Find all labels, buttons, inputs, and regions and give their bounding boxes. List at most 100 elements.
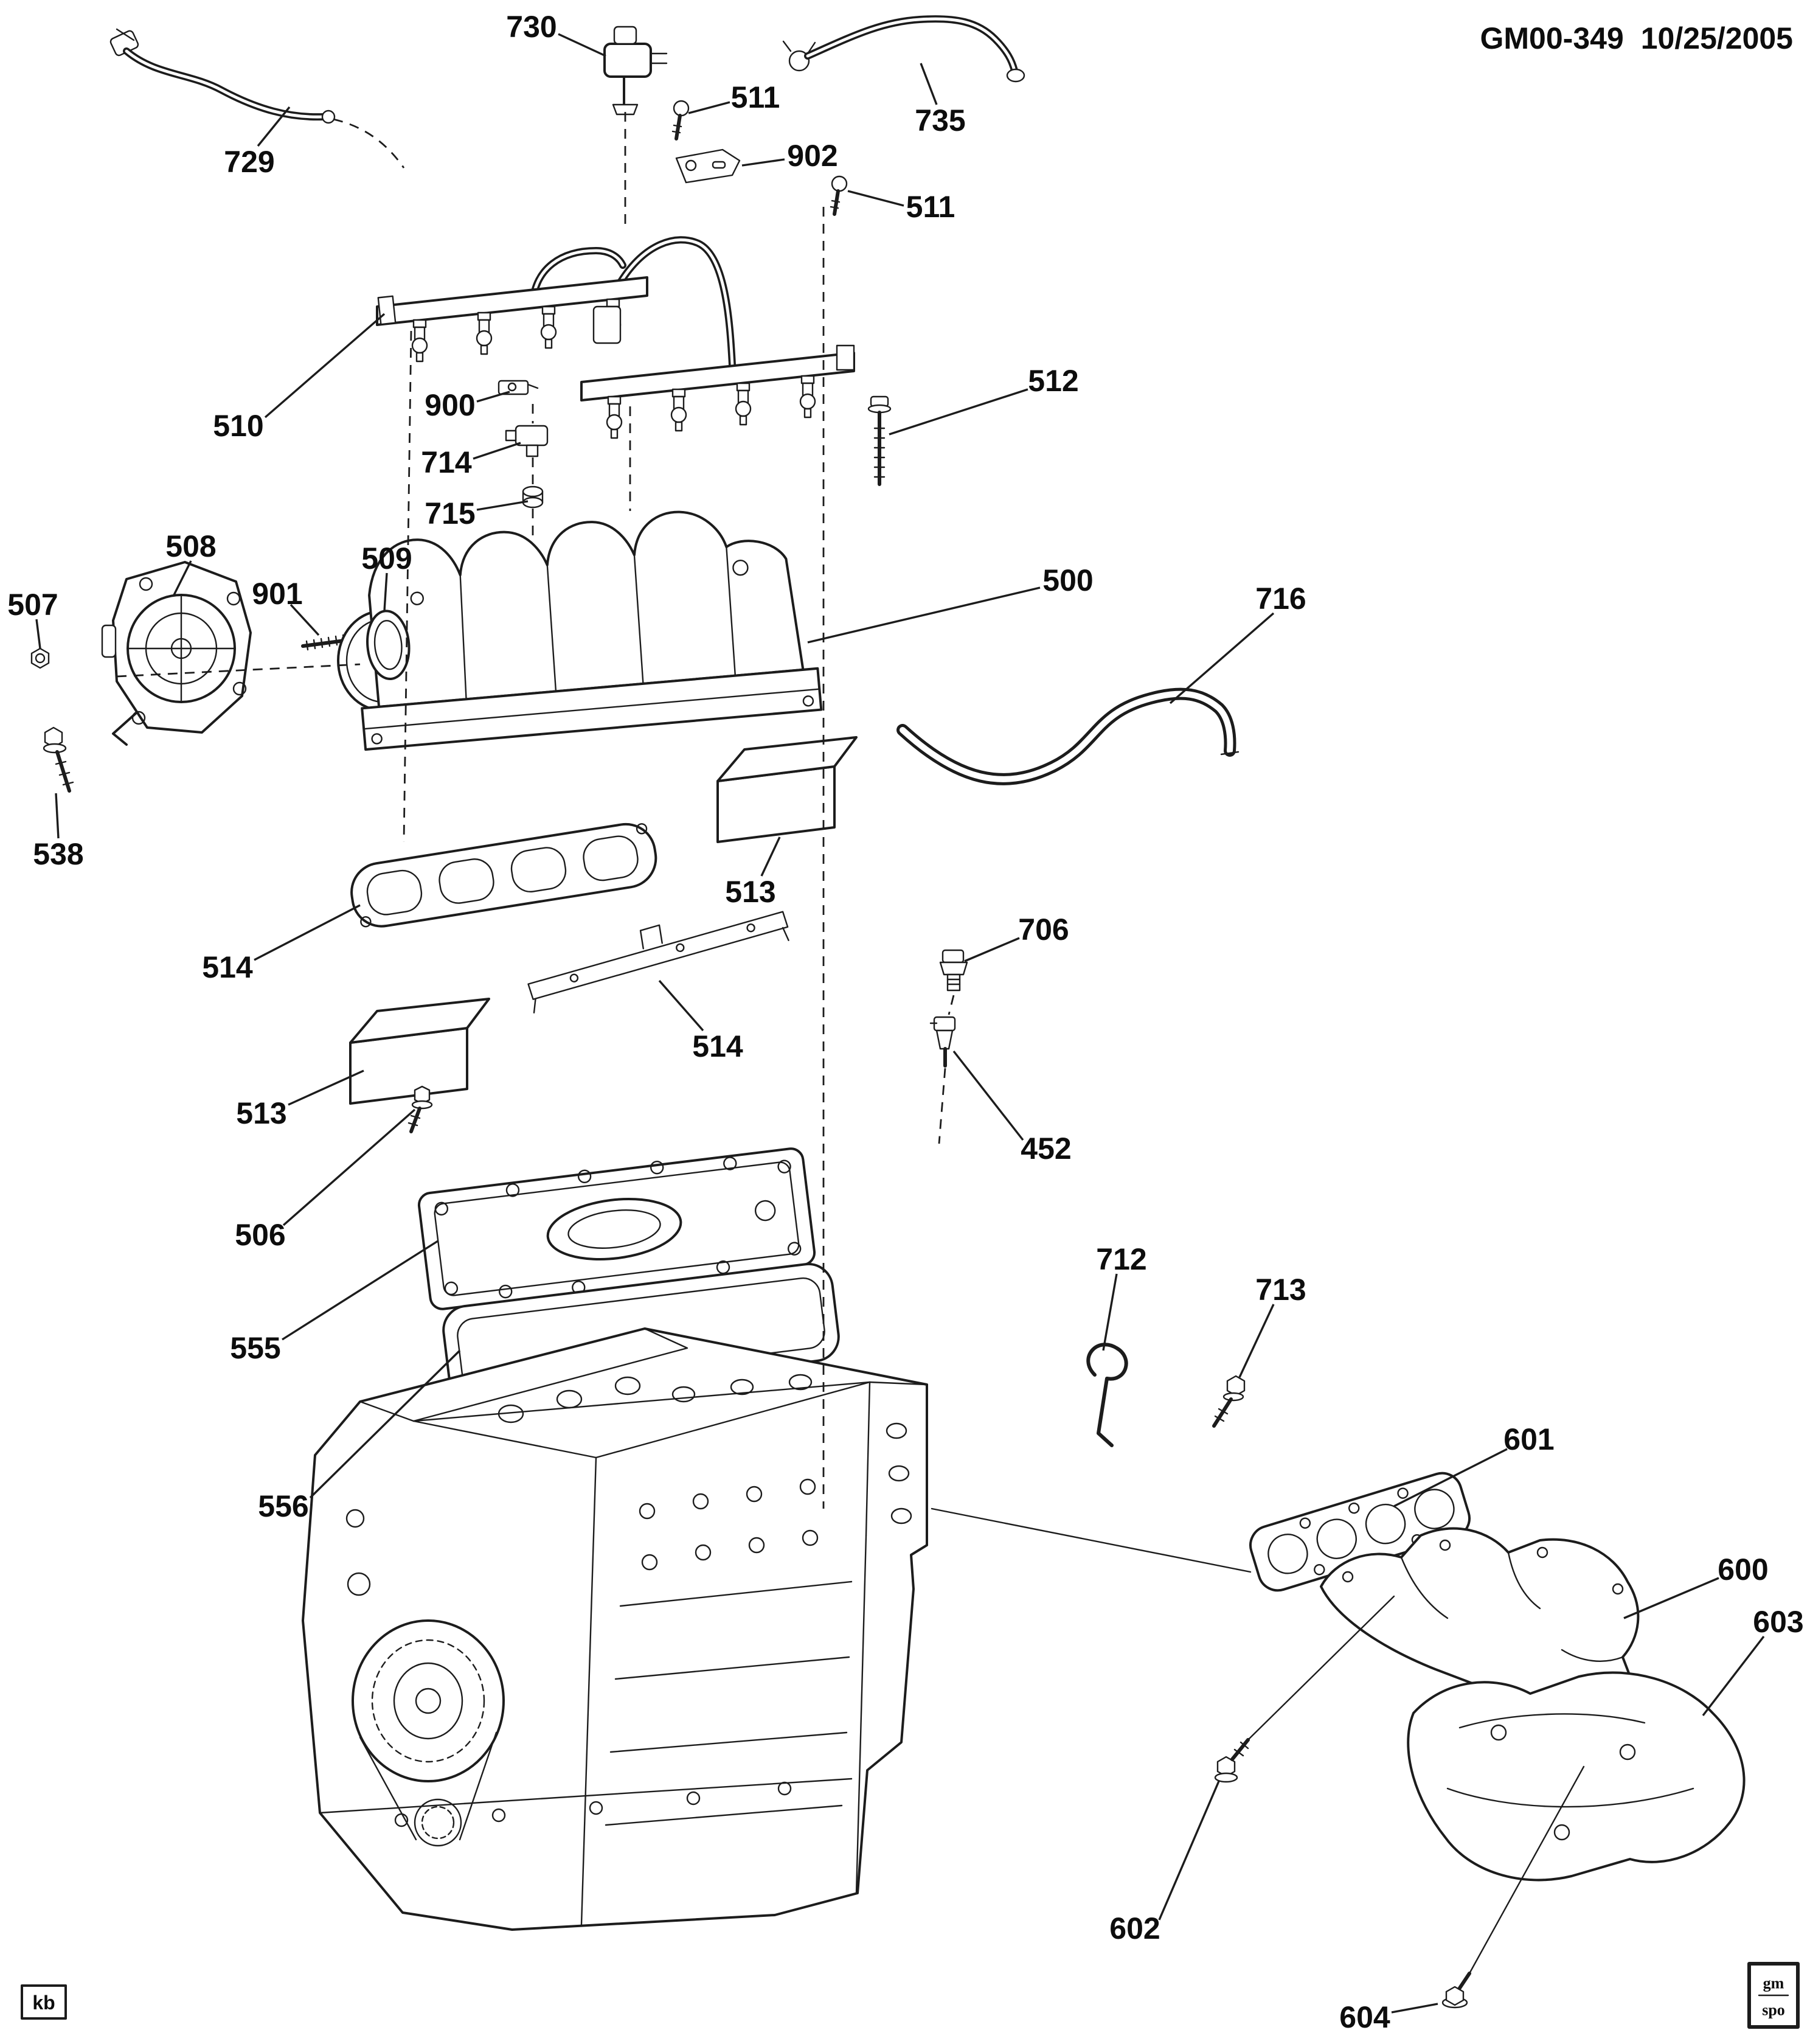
- callout-729-1: 729: [224, 145, 274, 179]
- leader-line-511-2: [688, 101, 730, 114]
- callout-730-0: 730: [506, 10, 557, 44]
- leader-line-514-19: [254, 904, 361, 961]
- callout-514-19: 514: [202, 950, 253, 984]
- doc-date: 10/25/2005: [1641, 21, 1793, 55]
- grommet-715-drawing: [522, 485, 544, 509]
- leader-line-556-30: [309, 1349, 461, 1499]
- kb-tag-label: kb: [32, 1992, 55, 2014]
- sensor-706-drawing: [939, 949, 968, 992]
- throttle-body-drawing: [101, 561, 252, 746]
- leader-line-716-16: [1169, 612, 1275, 704]
- fuel-pipe-left-drawing: [109, 28, 336, 124]
- sensor-452-drawing: [929, 1016, 956, 1068]
- leader-line-500-15: [807, 586, 1041, 644]
- hose-716-drawing: [896, 687, 1240, 785]
- leader-line-513-18: [760, 836, 781, 877]
- leader-line-506-24: [282, 1108, 416, 1226]
- callout-513-18: 513: [725, 875, 775, 909]
- leader-line-729-1: [257, 106, 291, 147]
- callout-556-30: 556: [258, 1489, 308, 1523]
- leader-line-730-0: [558, 33, 606, 57]
- fuel-pipe-right-drawing: [782, 15, 1025, 83]
- leader-line-600-29: [1623, 1577, 1719, 1619]
- foam-seal-left-drawing: [349, 998, 490, 1105]
- leader-line-714-8: [473, 442, 521, 460]
- callout-712-26: 712: [1096, 1242, 1146, 1276]
- doc-header: GM00-349 10/25/2005: [1480, 21, 1793, 55]
- gm-spo-logo: gm spo: [1747, 1962, 1800, 2029]
- leader-line-452-23: [952, 1050, 1024, 1141]
- exhaust-gasket-drawing: [1249, 1472, 1471, 1592]
- fuel-rail-drawing: [376, 236, 855, 439]
- handle-712-drawing: [1086, 1343, 1128, 1447]
- callout-604-33: 604: [1339, 2000, 1390, 2034]
- leader-line-604-33: [1391, 2003, 1438, 2014]
- leader-line-712-26: [1102, 1273, 1118, 1351]
- callout-714-8: 714: [421, 445, 472, 479]
- construction-lines: [116, 112, 955, 1509]
- nut-507-drawing: [30, 647, 50, 669]
- callout-602-32: 602: [1109, 1911, 1160, 1945]
- callout-601-28: 601: [1503, 1422, 1554, 1456]
- callout-600-29: 600: [1718, 1552, 1768, 1587]
- leader-line-538-17: [55, 793, 60, 839]
- callout-452-23: 452: [1021, 1132, 1071, 1166]
- intake-gasket-drawing: [350, 822, 657, 928]
- callout-902-3: 902: [787, 139, 837, 173]
- leader-line-513-22: [288, 1069, 364, 1106]
- attachment-lines: [931, 1507, 1585, 1975]
- leader-line-507-14: [35, 619, 41, 649]
- leader-line-512-10: [889, 388, 1028, 436]
- doc-ref: GM00-349: [1480, 21, 1624, 55]
- bolt-512-drawing: [867, 395, 892, 486]
- leader-line-735-4: [920, 63, 938, 105]
- leader-line-514-21: [658, 979, 704, 1032]
- engine-block-drawing: [302, 1327, 928, 1931]
- leader-line-603-31: [1702, 1635, 1765, 1717]
- callout-706-20: 706: [1018, 912, 1069, 947]
- valve-assembly-drawing: [603, 26, 668, 116]
- callout-603-31: 603: [1753, 1605, 1803, 1639]
- foam-seal-right-drawing: [716, 736, 858, 843]
- callout-508-11: 508: [165, 529, 216, 563]
- leader-line-509-12: [383, 572, 388, 611]
- leader-line-555-25: [282, 1240, 439, 1341]
- logo-line1: gm: [1763, 1975, 1784, 1992]
- clip-900-drawing: [498, 380, 539, 395]
- callout-500-15: 500: [1042, 563, 1093, 597]
- callout-511-5: 511: [906, 190, 955, 224]
- logo-line2: spo: [1762, 2001, 1785, 2019]
- bolt-506-drawing: [407, 1085, 433, 1133]
- leader-line-510-6: [264, 313, 386, 419]
- leader-line-900-7: [476, 391, 510, 403]
- intake-manifold-drawing: [361, 510, 823, 751]
- leader-line-601-28: [1393, 1448, 1508, 1507]
- leader-line-715-9: [476, 500, 529, 511]
- bolt-511-right-drawing: [830, 175, 848, 216]
- leader-line-508-11: [173, 560, 192, 596]
- bolt-511-top-drawing: [671, 100, 690, 141]
- callout-510-6: 510: [213, 409, 263, 443]
- retainer-514-drawing: [527, 911, 789, 1013]
- leader-line-706-20: [964, 937, 1020, 962]
- callout-506-24: 506: [235, 1218, 285, 1252]
- heat-shield-drawing: [1407, 1671, 1746, 1882]
- leader-line-902-3: [741, 158, 785, 167]
- callout-716-16: 716: [1255, 582, 1306, 616]
- callout-509-12: 509: [361, 541, 412, 575]
- sensor-714-drawing: [505, 425, 549, 457]
- callout-507-14: 507: [7, 588, 58, 622]
- bolt-713-drawing: [1212, 1375, 1246, 1428]
- callout-901-13: 901: [252, 577, 302, 611]
- callout-555-25: 555: [230, 1331, 280, 1365]
- leader-line-602-32: [1158, 1781, 1220, 1921]
- callout-538-17: 538: [33, 837, 83, 871]
- kb-tag: kb: [21, 1984, 67, 2020]
- leader-line-511-5: [847, 190, 904, 207]
- callout-715-9: 715: [425, 496, 475, 530]
- callout-900-7: 900: [425, 388, 475, 422]
- callout-511-2: 511: [731, 80, 780, 114]
- leader-lines: [35, 33, 1765, 2014]
